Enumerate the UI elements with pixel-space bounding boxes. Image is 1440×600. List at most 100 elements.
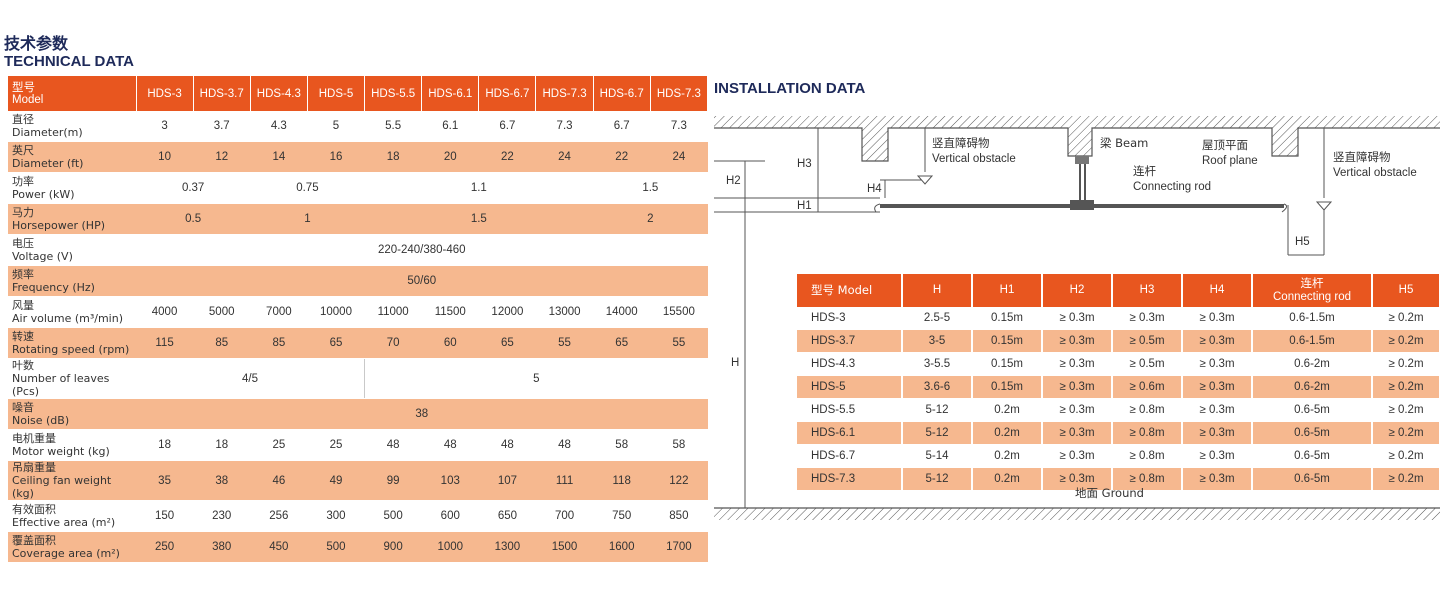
install-cell: 5-12 — [902, 467, 973, 491]
row-label-cn: 英尺 — [12, 144, 34, 157]
row-label-en: Effective area (m²) — [12, 516, 116, 529]
install-header: H — [902, 274, 973, 307]
row-label-en: Motor weight (kg) — [12, 445, 110, 458]
install-cell: ≥ 0.3m — [1042, 467, 1113, 491]
install-cell: ≥ 0.2m — [1372, 467, 1440, 491]
table-cell: 99 — [364, 460, 422, 501]
install-cell: 0.2m — [972, 444, 1043, 468]
h4-label: H4 — [867, 183, 882, 195]
install-header: H3 — [1112, 274, 1183, 307]
table-cell: 65 — [307, 327, 365, 359]
table-cell: 6.1 — [421, 111, 479, 142]
table-cell: 450 — [250, 531, 308, 563]
install-cell: 0.2m — [972, 398, 1043, 422]
table-cell: 4/5 — [136, 358, 365, 399]
row-label-en: Diameter (ft) — [12, 157, 84, 170]
install-header: 型号 Model — [797, 274, 903, 307]
table-cell: 4000 — [136, 296, 194, 328]
table-cell: 12000 — [478, 296, 536, 328]
install-cell: 5-12 — [902, 398, 973, 422]
install-cell: ≥ 0.3m — [1182, 375, 1253, 399]
row-label-cn: 叶数 — [12, 359, 34, 372]
table-cell: 115 — [136, 327, 194, 359]
table-cell: 230 — [193, 500, 251, 532]
install-cell: HDS-6.7 — [797, 444, 903, 468]
table-cell: 5 — [364, 358, 708, 399]
install-cell: ≥ 0.3m — [1182, 467, 1253, 491]
row-label-cn: 转速 — [12, 330, 34, 343]
table-cell: 65 — [593, 327, 651, 359]
table-cell: 5.5 — [364, 111, 422, 142]
table-cell: 1600 — [593, 531, 651, 563]
row-label-cn: 频率 — [12, 268, 34, 281]
install-cell: 0.15m — [972, 375, 1043, 399]
install-cell: ≥ 0.3m — [1042, 398, 1113, 422]
row-label-cn: 吊扇重量 — [12, 461, 56, 474]
row-label-en: Noise (dB) — [12, 414, 70, 427]
table-cell: 3 — [136, 111, 194, 142]
table-cell: 1700 — [650, 531, 708, 563]
table-cell: 24 — [650, 141, 708, 173]
install-cell: ≥ 0.2m — [1372, 307, 1440, 330]
table-cell: 1.5 — [364, 203, 594, 235]
model-header: HDS-6.7 — [593, 76, 651, 111]
table-cell: 55 — [650, 327, 708, 359]
table-cell: 48 — [478, 429, 536, 461]
table-cell: 22 — [593, 141, 651, 173]
install-header: H2 — [1042, 274, 1113, 307]
install-cell: 0.6-1.5m — [1252, 329, 1373, 353]
install-cell: 0.2m — [972, 467, 1043, 491]
install-cell: HDS-5.5 — [797, 398, 903, 422]
fan-drawing — [874, 156, 1288, 213]
model-header: HDS-5 — [307, 76, 366, 111]
table-cell: 25 — [307, 429, 365, 461]
table-cell: 380 — [193, 531, 251, 563]
install-cell: 5-12 — [902, 421, 973, 445]
table-cell: 7000 — [250, 296, 308, 328]
h-label: H — [731, 357, 740, 369]
row-label-en: Power (kW) — [12, 188, 75, 201]
table-cell: 35 — [136, 460, 194, 501]
vertical-obstacle-en: Vertical obstacle — [932, 153, 1016, 165]
table-cell: 700 — [535, 500, 594, 532]
table-cell: 11000 — [364, 296, 422, 328]
row-label-cn: 电压 — [12, 237, 34, 250]
install-cell: ≥ 0.2m — [1372, 444, 1440, 468]
table-cell: 118 — [593, 460, 651, 501]
table-cell: 750 — [593, 500, 651, 532]
table-cell: 85 — [250, 327, 308, 359]
install-cell: 2.5-5 — [902, 307, 973, 330]
beam-label: 梁 Beam — [1100, 136, 1149, 150]
dimension-lines — [714, 128, 1325, 508]
install-cell: ≥ 0.8m — [1112, 444, 1183, 468]
table-cell: 3.7 — [193, 111, 251, 142]
install-cell: ≥ 0.8m — [1112, 467, 1183, 491]
connecting-rod-en: Connecting rod — [1133, 181, 1211, 193]
install-cell: ≥ 0.3m — [1182, 352, 1253, 376]
row-label-cn: 功率 — [12, 175, 34, 188]
table-cell: 14 — [250, 141, 308, 173]
install-cell: HDS-5 — [797, 375, 903, 399]
table-cell: 7.3 — [650, 111, 708, 142]
ceiling — [714, 116, 1440, 162]
table-cell: 7.3 — [535, 111, 594, 142]
